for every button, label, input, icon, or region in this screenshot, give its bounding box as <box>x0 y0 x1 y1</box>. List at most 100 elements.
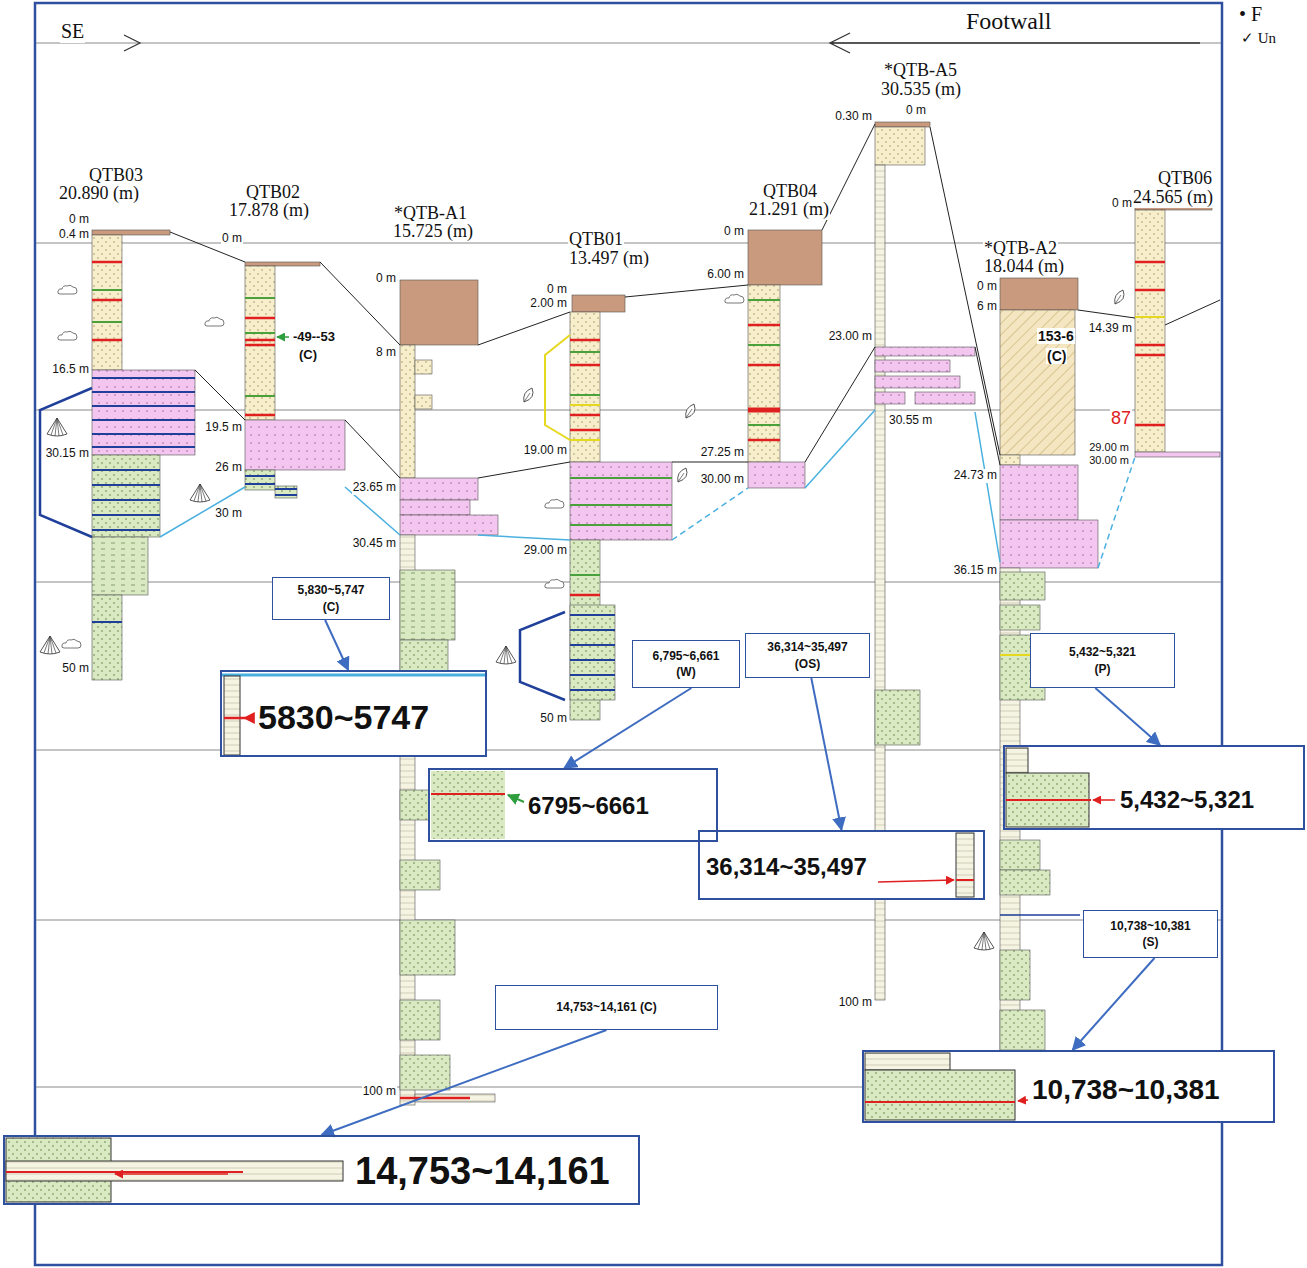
direction-arrow <box>830 33 1200 53</box>
shell-bed <box>92 405 195 407</box>
inset-picture <box>224 717 246 720</box>
correlation-line <box>345 420 400 478</box>
borehole-log <box>572 295 625 312</box>
shell-bed <box>570 629 615 631</box>
shell-bed <box>275 494 297 496</box>
yellow-marker-bed <box>570 404 600 406</box>
depth-label: 30.55 m <box>888 414 933 428</box>
correlation-line <box>975 347 1000 465</box>
borehole-log <box>92 370 195 455</box>
green-marker-bed <box>570 504 672 506</box>
green-marker-bed <box>570 524 672 526</box>
correlation-line <box>478 462 570 478</box>
inset-picture <box>6 1161 343 1181</box>
green-marker-bed <box>748 299 780 301</box>
depth-label: 6 m <box>976 300 998 314</box>
green-marker-bed <box>92 290 780 575</box>
borehole-log <box>275 486 297 498</box>
date-callout: 10,738~10,381 (S) <box>1110 918 1190 950</box>
fossil-symbol <box>40 285 1124 950</box>
inset-box: 10,738~10,381 <box>862 1050 1275 1123</box>
fossil-symbol <box>725 294 744 303</box>
borehole-log <box>1000 520 1098 568</box>
inset-box: 5,432~5,321 <box>1003 745 1305 830</box>
inset-picture <box>1006 799 1091 801</box>
yellow-marker-bed <box>1135 316 1165 318</box>
date-callout-box: 36,314~35,497 (OS) <box>745 633 870 678</box>
depth-label: 0 m <box>723 225 745 239</box>
borehole-log <box>570 312 600 462</box>
depth-label: 30.15 m <box>45 447 90 461</box>
depth-label: 100 m <box>838 996 873 1010</box>
age-label: -49--53 <box>292 330 336 345</box>
inset-picture <box>508 795 524 802</box>
borehole-header: 15.725 (m) <box>392 221 474 242</box>
unit-base-line <box>975 412 1000 562</box>
date-callout-box: 5,830~5,747 (C) <box>272 577 390 620</box>
callout-arrow <box>564 688 691 768</box>
inset-picture <box>220 670 487 757</box>
inset-date: 5830~5747 <box>258 699 429 736</box>
borehole-log <box>400 515 498 535</box>
depth-label: 30.00 m <box>700 473 745 487</box>
inset-date: 5,432~5,321 <box>1120 787 1254 813</box>
figure-frame <box>35 3 1222 1265</box>
direction-arrow <box>124 35 140 51</box>
borehole-log <box>875 392 905 404</box>
grid-line <box>36 43 1221 1087</box>
red-marker-bed <box>1135 424 1165 427</box>
depth-label: 0.4 m <box>58 228 90 242</box>
borehole-log <box>245 262 320 266</box>
direction-label: Footwall <box>965 8 1052 36</box>
borehole-log <box>400 920 455 975</box>
depth-label: 30 m <box>214 507 243 521</box>
borehole-header: 13.497 (m) <box>568 248 650 269</box>
shell-bed <box>245 475 275 477</box>
date-callout: 36,314~35,497 (OS) <box>767 639 847 671</box>
borehole-header: 21.291 (m) <box>748 199 830 220</box>
inset-picture <box>224 676 240 755</box>
shell-bed <box>245 483 275 485</box>
inset-picture <box>698 830 985 900</box>
yellow-marker-bed <box>545 317 1165 655</box>
callout-arrow <box>1073 958 1155 1050</box>
red-marker-bed <box>245 339 275 342</box>
page-note: ✓ Un <box>1240 30 1277 47</box>
shell-bed <box>40 378 1080 915</box>
correlation-line <box>625 285 748 297</box>
inset-box: 6795~6661 <box>428 768 718 842</box>
age-label: (C) <box>298 348 318 363</box>
green-marker-bed <box>748 424 780 426</box>
borehole-log <box>875 376 960 388</box>
inset-picture <box>1003 745 1305 830</box>
inset-picture <box>1006 748 1028 773</box>
borehole-log <box>1000 572 1045 600</box>
inset-picture <box>428 768 718 842</box>
inset-date: 10,738~10,381 <box>1032 1075 1220 1106</box>
fossil-symbol <box>545 579 564 588</box>
borehole-log <box>1000 310 1075 455</box>
borehole-log <box>570 462 672 540</box>
sample-arrow <box>277 336 289 338</box>
depth-label: 0 m <box>375 272 397 286</box>
inset-picture <box>431 793 505 795</box>
shell-bed <box>92 419 195 421</box>
inset-picture <box>244 717 254 719</box>
date-callout-box: 6,795~6,661 (W) <box>632 640 740 688</box>
fossil-symbol <box>1115 290 1124 304</box>
inset-box: 14,753~14,161 <box>3 1135 640 1205</box>
inset-picture <box>3 1135 640 1205</box>
fossil-symbol <box>496 646 516 664</box>
depth-label: 30.45 m <box>352 537 397 551</box>
borehole-header: 18.044 (m) <box>983 256 1065 277</box>
borehole-log <box>1000 840 1040 870</box>
fossil-symbol <box>678 468 687 482</box>
grid-line <box>36 920 1221 921</box>
depth-label: 0 m <box>1111 197 1133 211</box>
fossil-symbol <box>47 418 67 436</box>
shell-bed <box>92 484 160 486</box>
depth-label: 100 m <box>362 1085 397 1099</box>
shell-bed <box>92 391 195 393</box>
fossil-symbol <box>545 499 564 508</box>
depth-label: 36.15 m <box>953 564 998 578</box>
